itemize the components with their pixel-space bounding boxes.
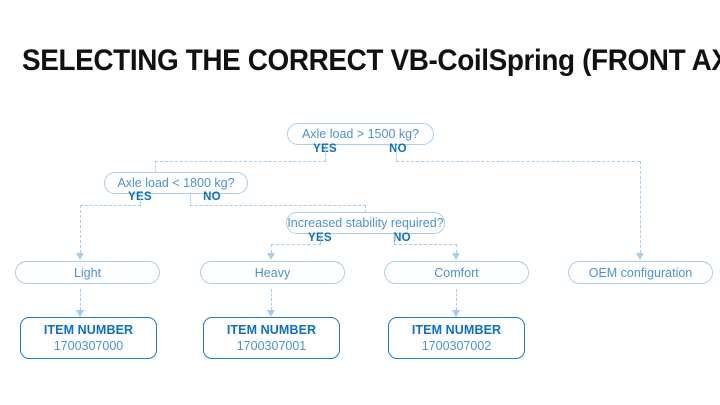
connector-d2-yes-drop (80, 205, 81, 253)
decision-node-increased-stability[interactable]: Increased stability required? (286, 212, 445, 234)
result-label: Heavy (254, 265, 291, 280)
branch-label-d3-yes: YES (308, 232, 332, 244)
result-label: OEM configuration (588, 265, 693, 280)
item-number-value: 1700307000 (53, 338, 124, 353)
decision-question-text: Axle load > 1500 kg? (301, 127, 420, 141)
arrowhead-to-item-number-1 (76, 310, 84, 317)
connector-comfort-to-item (456, 289, 457, 310)
connector-d2-yes-stub (140, 194, 141, 205)
result-node-comfort[interactable]: Comfort (384, 261, 529, 284)
decision-question-text: Increased stability required? (287, 216, 444, 230)
result-node-heavy[interactable]: Heavy (200, 261, 345, 284)
result-label: Light (73, 265, 102, 280)
connector-d1-yes-drop (155, 161, 156, 173)
connector-heavy-to-item (271, 289, 272, 310)
item-number-label: ITEM NUMBER (226, 322, 317, 337)
branch-label-d2-yes: YES (128, 191, 152, 203)
branch-label-d2-no: NO (203, 191, 221, 203)
decision-node-axle-load-1800[interactable]: Axle load < 1800 kg? (104, 172, 248, 194)
connector-d2-yes-run (80, 205, 141, 206)
connector-light-to-item (80, 289, 81, 310)
item-number-box-comfort[interactable]: ITEM NUMBER 1700307002 (388, 317, 525, 359)
connector-d1-no-drop (640, 161, 641, 253)
connector-d3-yes-stub (320, 234, 321, 244)
connector-d2-no-stub (190, 194, 191, 205)
item-number-box-heavy[interactable]: ITEM NUMBER 1700307001 (203, 317, 340, 359)
connector-d3-no-drop (456, 244, 457, 253)
connector-d3-yes-run (271, 244, 321, 245)
page-title: SELECTING THE CORRECT VB-CoilSpring (FRO… (22, 44, 720, 77)
connector-d3-yes-drop (271, 244, 272, 253)
arrowhead-to-light (76, 253, 84, 260)
connector-d2-no-drop (365, 205, 366, 213)
arrowhead-to-item-number-2 (267, 310, 275, 317)
connector-d1-no-run (396, 161, 640, 162)
connector-d1-no-stub (396, 145, 397, 161)
branch-label-d3-no: NO (393, 232, 411, 244)
result-node-light[interactable]: Light (15, 261, 160, 284)
item-number-value: 1700307001 (236, 338, 307, 353)
branch-label-d1-no: NO (389, 143, 407, 155)
item-number-label: ITEM NUMBER (411, 322, 502, 337)
connector-d3-no-run (394, 244, 457, 245)
connector-d3-no-stub (394, 234, 395, 244)
branch-label-d1-yes: YES (313, 143, 337, 155)
arrowhead-to-comfort (452, 253, 460, 260)
item-number-label: ITEM NUMBER (43, 322, 134, 337)
result-node-oem-configuration[interactable]: OEM configuration (568, 261, 713, 284)
connector-d1-yes-stub (325, 145, 326, 161)
item-number-value: 1700307002 (421, 338, 492, 353)
connector-d1-yes-run (155, 161, 326, 162)
arrowhead-to-oem-configuration (636, 253, 644, 260)
item-number-box-light[interactable]: ITEM NUMBER 1700307000 (20, 317, 157, 359)
result-label: Comfort (434, 265, 479, 280)
arrowhead-to-item-number-3 (452, 310, 460, 317)
decision-question-text: Axle load < 1800 kg? (117, 176, 235, 190)
decision-node-axle-load-1500[interactable]: Axle load > 1500 kg? (287, 123, 434, 145)
arrowhead-to-heavy (267, 253, 275, 260)
connector-d2-no-run (190, 205, 366, 206)
